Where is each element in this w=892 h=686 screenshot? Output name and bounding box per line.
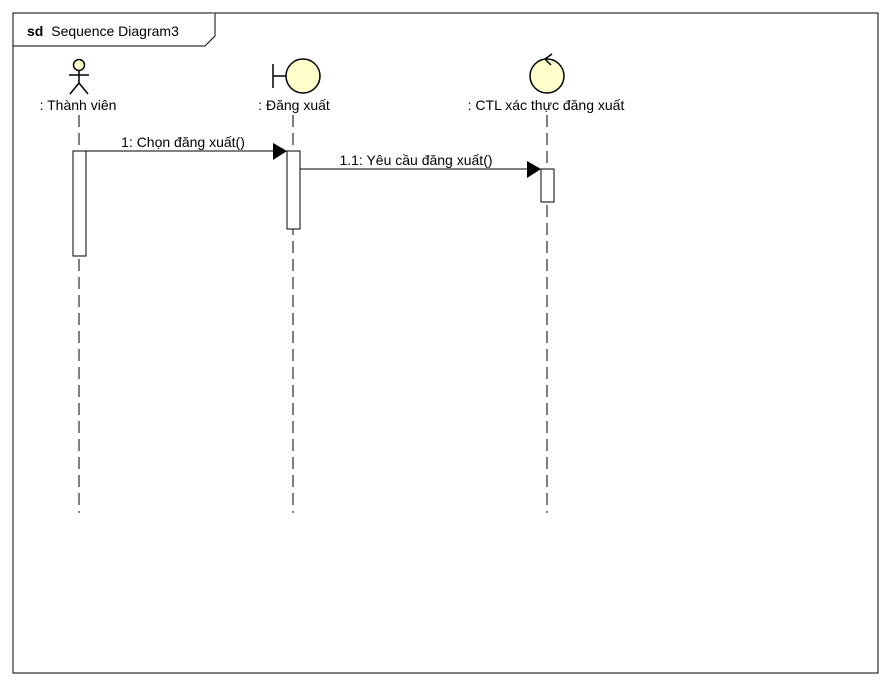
message-yeu-cau-dang-xuat[interactable]: 1.1: Yêu cầu đăng xuất() <box>300 152 541 178</box>
control-icon <box>529 53 565 94</box>
activation-bar <box>286 150 301 230</box>
activation-bar <box>72 150 87 257</box>
frame-name: Sequence Diagram3 <box>51 23 179 39</box>
frame-name-tab <box>13 13 216 47</box>
frame-title: sd Sequence Diagram3 <box>27 23 179 39</box>
actor-icon <box>69 58 89 95</box>
diagram-frame <box>12 12 879 674</box>
arrowhead <box>273 143 287 160</box>
activation-bar <box>540 168 555 203</box>
lifeline-dang-xuat[interactable]: : Đăng xuất <box>258 58 330 513</box>
frame-keyword: sd <box>27 23 43 39</box>
lifeline-ctl-xac-thuc-dang-xuat[interactable]: : CTL xác thực đăng xuất <box>468 53 625 513</box>
arrowhead <box>527 161 541 178</box>
lifeline-thanh-vien[interactable]: : Thành viên <box>40 58 117 514</box>
lifeline-label: : CTL xác thực đăng xuất <box>468 97 625 113</box>
message-chon-dang-xuat[interactable]: 1: Chọn đăng xuất() <box>86 134 287 160</box>
message-label: 1: Chọn đăng xuất() <box>121 134 245 150</box>
lifeline-label: : Thành viên <box>40 97 117 113</box>
boundary-icon <box>272 58 321 94</box>
lifeline-label: : Đăng xuất <box>258 97 330 113</box>
message-label: 1.1: Yêu cầu đăng xuất() <box>339 152 492 168</box>
